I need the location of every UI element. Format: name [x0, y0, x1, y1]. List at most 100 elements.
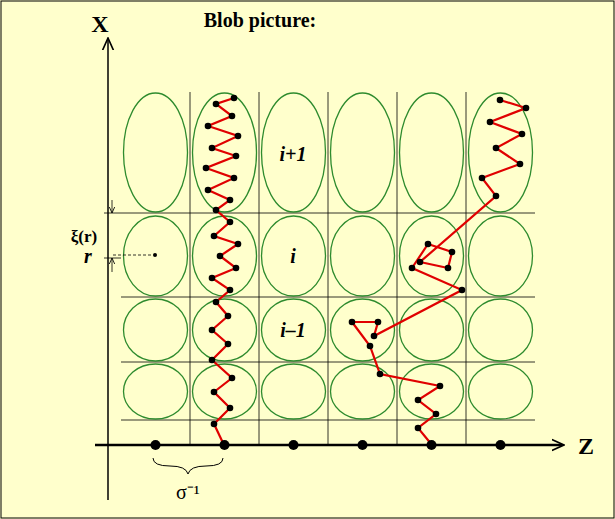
blob [331, 364, 395, 419]
graft-point [358, 440, 368, 450]
monomer [211, 233, 218, 240]
diagram-title: Blob picture: [204, 10, 316, 30]
monomer [415, 397, 422, 404]
xi-tick [104, 258, 121, 259]
blob [331, 93, 395, 212]
monomer [233, 153, 240, 160]
monomer [517, 161, 524, 168]
monomer [211, 389, 218, 396]
monomer [211, 421, 218, 428]
grid-line [328, 92, 329, 445]
chains [203, 95, 530, 449]
grid [121, 92, 535, 445]
monomer [213, 101, 220, 108]
monomer [233, 265, 240, 272]
blob [262, 299, 326, 361]
monomer [229, 113, 236, 120]
monomer [227, 197, 234, 204]
blob [124, 364, 188, 419]
graft-point [220, 440, 230, 450]
blob [400, 216, 464, 296]
monomer [375, 319, 382, 326]
blob [262, 216, 326, 296]
monomer [417, 259, 424, 266]
blob [262, 364, 326, 419]
graft-point [427, 440, 437, 450]
monomer [367, 343, 374, 350]
monomer [227, 219, 234, 226]
monomer [523, 105, 530, 112]
monomer [205, 123, 212, 130]
coordinate-label: r [84, 246, 92, 266]
grid-line [121, 420, 535, 421]
row-index: i+1 [280, 144, 307, 164]
r-point [153, 253, 157, 257]
graft-points [151, 440, 506, 450]
monomer [497, 97, 504, 104]
monomer [487, 119, 494, 126]
monomer [213, 299, 220, 306]
monomer [493, 193, 500, 200]
spacing-label: σ⁻¹ [176, 482, 200, 502]
xi-arrow [112, 258, 113, 272]
monomer [203, 165, 210, 172]
blob-size-label: ξ(r) [71, 228, 97, 245]
monomer [449, 249, 456, 256]
chain [206, 98, 238, 445]
monomer [209, 327, 216, 334]
blob [469, 299, 533, 361]
z-arrow [555, 444, 564, 446]
monomer [371, 333, 378, 340]
row-index: i–1 [280, 320, 306, 340]
monomer [433, 411, 440, 418]
monomer [377, 371, 384, 378]
axis-label: Z [578, 434, 594, 458]
monomer [225, 341, 232, 348]
grid-line [466, 92, 467, 445]
monomer [235, 133, 242, 140]
monomer [415, 425, 422, 432]
graft-point [289, 440, 299, 450]
xi-arrow [112, 200, 113, 213]
spacing-brace [153, 458, 223, 474]
axis-label: X [91, 12, 108, 36]
monomer [217, 253, 224, 260]
monomer [409, 265, 416, 272]
monomer [349, 319, 356, 326]
graft-point [496, 440, 506, 450]
grid-line [397, 92, 398, 445]
monomer [459, 287, 466, 294]
grid-line [190, 92, 191, 445]
monomer [235, 241, 242, 248]
monomer [229, 375, 236, 382]
monomer [519, 131, 526, 138]
grid-line [259, 92, 260, 445]
grid-line [121, 213, 535, 214]
graft-point [151, 440, 161, 450]
monomer [209, 357, 216, 364]
z-axis [95, 444, 562, 447]
monomer [209, 145, 216, 152]
blob [193, 299, 257, 361]
monomer [227, 287, 234, 294]
blob [400, 299, 464, 361]
chain [352, 100, 526, 445]
blob [469, 364, 533, 419]
monomer [425, 241, 432, 248]
blob [124, 93, 188, 212]
blobs [124, 93, 533, 419]
monomer [209, 275, 216, 282]
blob [469, 216, 533, 296]
monomer [231, 175, 238, 182]
blob [400, 93, 464, 212]
blob [124, 299, 188, 361]
blob [124, 216, 188, 296]
monomer [231, 95, 238, 102]
monomer [205, 187, 212, 194]
monomer [445, 265, 452, 272]
xi-tick [104, 213, 121, 214]
r-leader [113, 255, 152, 256]
blob [331, 216, 395, 296]
